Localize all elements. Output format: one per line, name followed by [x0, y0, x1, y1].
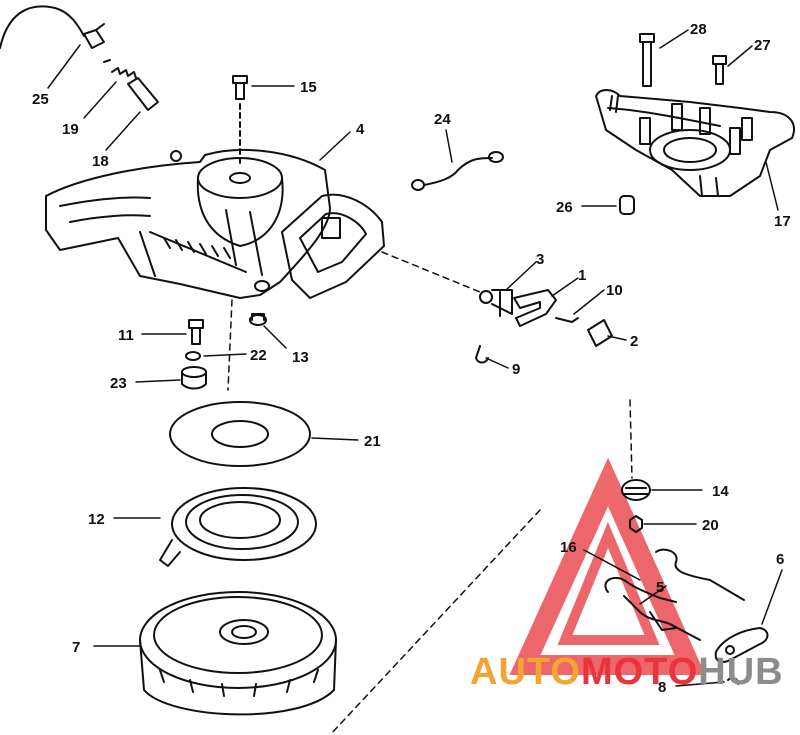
callout-25: 25	[32, 91, 49, 108]
part-11-screw	[188, 319, 204, 345]
callout-11: 11	[118, 327, 134, 344]
callout-17: 17	[774, 213, 791, 230]
part-4-starter-housing	[45, 149, 385, 299]
assembly-guide-lines	[227, 251, 633, 735]
callout-2: 2	[630, 333, 638, 350]
callout-19: 19	[62, 121, 79, 138]
callout-13: 13	[292, 349, 309, 366]
part-25-choke-cable	[0, 5, 105, 49]
watermark-logo-icon	[509, 457, 706, 675]
callout-1: 1	[578, 267, 586, 284]
part-21-friction-disc	[169, 401, 311, 467]
callout-3: 3	[536, 251, 544, 268]
part-14-cap	[621, 479, 651, 501]
callout-labels: 25 19 18 15 4 24 28 27 26 17 3 1 10 2 9 …	[32, 21, 791, 696]
callout-28: 28	[690, 21, 707, 38]
callout-21: 21	[364, 433, 381, 450]
part-7-starter-pulley	[139, 591, 337, 716]
callout-20: 20	[702, 517, 719, 534]
callout-9: 9	[512, 361, 520, 378]
part-1-lever	[513, 289, 557, 327]
part-6-drive-lever	[714, 627, 769, 663]
part-17-mounting-bracket	[595, 89, 795, 197]
part-22-washer	[185, 351, 201, 361]
callout-8: 8	[658, 679, 666, 696]
callout-24: 24	[434, 111, 451, 128]
part-19-spring	[103, 59, 137, 79]
callout-26: 26	[556, 199, 573, 216]
part-16-pawl	[604, 548, 745, 603]
part-24-ground-wire	[411, 151, 504, 191]
part-15-screw	[232, 75, 248, 167]
part-2-plate	[587, 319, 613, 347]
callout-5: 5	[656, 579, 664, 596]
callout-leader-lines	[47, 29, 783, 687]
callout-7: 7	[72, 639, 80, 656]
callout-18: 18	[92, 153, 109, 170]
callout-15: 15	[300, 79, 317, 96]
part-5-spring	[623, 595, 701, 641]
watermark-text: AUTOMOTOHUB	[470, 651, 784, 693]
callout-14: 14	[712, 483, 729, 500]
callout-27: 27	[754, 37, 771, 54]
part-28-bolt	[639, 33, 655, 87]
part-20-nut	[629, 515, 643, 533]
callout-22: 22	[250, 347, 267, 364]
part-23-bushing	[181, 366, 207, 390]
part-9-clip	[475, 345, 489, 364]
callout-6: 6	[776, 551, 784, 568]
callout-4: 4	[356, 121, 365, 138]
part-26-sleeve	[619, 195, 635, 215]
part-18-pin	[127, 77, 159, 111]
part-12-rewind-spring	[159, 487, 317, 567]
part-3-bushing	[479, 289, 513, 317]
part-13-plug	[249, 313, 267, 326]
part-27-screw	[712, 55, 727, 85]
callout-23: 23	[110, 375, 127, 392]
callout-10: 10	[606, 282, 623, 299]
part-8-clip	[727, 676, 739, 685]
callout-12: 12	[88, 511, 105, 528]
callout-16: 16	[560, 539, 577, 556]
part-10-pin	[555, 317, 579, 323]
